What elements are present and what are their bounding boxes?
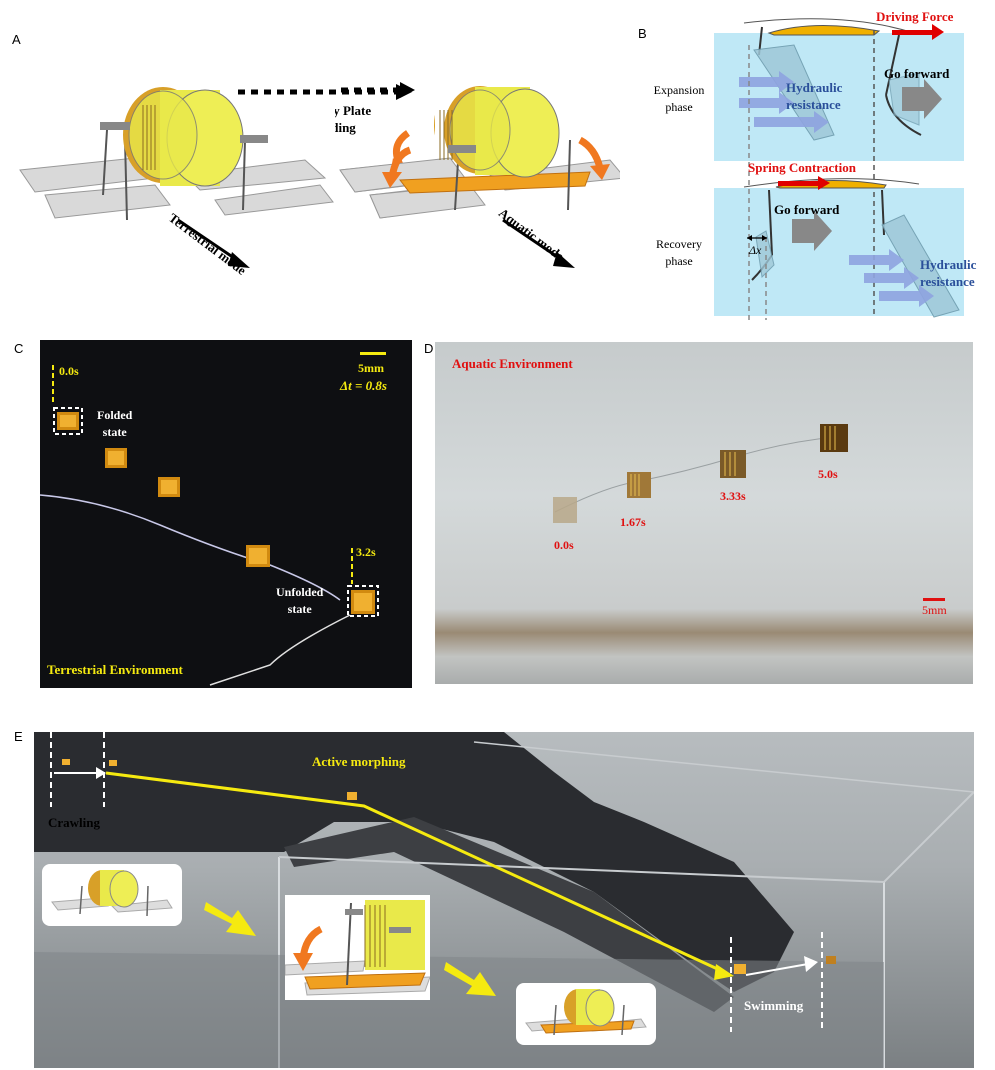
inset-terrestrial-robot [51,870,173,917]
resistance-label: resistance [786,97,841,112]
panel-c-overlay [40,352,386,686]
panel-a-letter: A [12,32,21,47]
recovery-phase-word: phase [665,254,693,268]
panel-c-photo [40,340,412,688]
d-scale-label: 5mm [922,603,947,617]
c-delta-t: Δt = 0.8s [340,378,387,393]
terrestrial-arrow [177,218,250,268]
expansion-label: Expansion [653,83,705,97]
c-time-start: 0.0s [59,364,79,378]
delta-x-label: Δx [749,243,762,257]
expansion-phase-word: phase [665,100,693,114]
c-time-end: 3.2s [356,545,376,559]
inset-terrestrial [42,864,182,926]
panel-e-letter: E [14,729,23,744]
folded-state-label: Folded state [97,407,132,441]
folded-state-word: state [102,425,127,439]
panel-a-left-robot [15,60,335,285]
aquatic-environment-label: Aquatic Environment [452,356,573,371]
resistance-label-2: resistance [920,274,975,289]
panel-c-letter: C [14,341,24,356]
hydraulic-label: Hydraulic [786,80,843,95]
spring-contraction-label: Spring Contraction [748,160,856,175]
panel-e-overlay [34,732,974,1068]
inset-aquatic-robot [525,989,647,1036]
unfolded-label: Unfolded [276,585,324,599]
inset-morphing [284,895,431,1000]
panel-a-right-robot [340,86,620,219]
d-time-3: 5.0s [818,467,838,481]
folded-label: Folded [97,408,133,422]
panel-d-overlay [553,424,945,601]
swimming-label: Swimming [744,998,804,1013]
hydraulic-resistance-top: Hydraulic resistance [786,79,842,113]
unfolded-state-word: state [287,602,312,616]
inset-aquatic [516,983,656,1045]
recovery-label: Recovery [656,237,702,251]
d-time-1: 1.67s [620,515,646,529]
aquatic-arrow [502,218,575,268]
panel-b-letter: B [638,26,647,41]
driving-force-label: Driving Force [876,9,954,24]
hydraulic-resistance-bottom: Hydraulic resistance [920,256,976,290]
panel-d-photo [435,342,973,684]
panel-b-diagram [739,18,960,320]
d-time-2: 3.33s [720,489,746,503]
go-forward-bottom: Go forward [774,202,840,217]
crawling-label: Crawling [48,815,100,830]
go-forward-top: Go forward [884,66,950,81]
d-time-0: 0.0s [554,538,574,552]
c-scale-label: 5mm [358,361,384,375]
unfolding-arrow [238,84,412,100]
unfolded-state-label: Unfolded state [276,584,323,618]
recovery-phase-label: Recovery phase [644,236,714,270]
terrestrial-environment-label: Terrestrial Environment [47,662,183,677]
active-morphing-label: Active morphing [312,754,406,769]
inset-morphing-robot [284,900,431,996]
panel-d-letter: D [424,341,434,356]
hydraulic-label-2: Hydraulic [920,257,977,272]
expansion-phase-label: Expansion phase [644,82,714,116]
